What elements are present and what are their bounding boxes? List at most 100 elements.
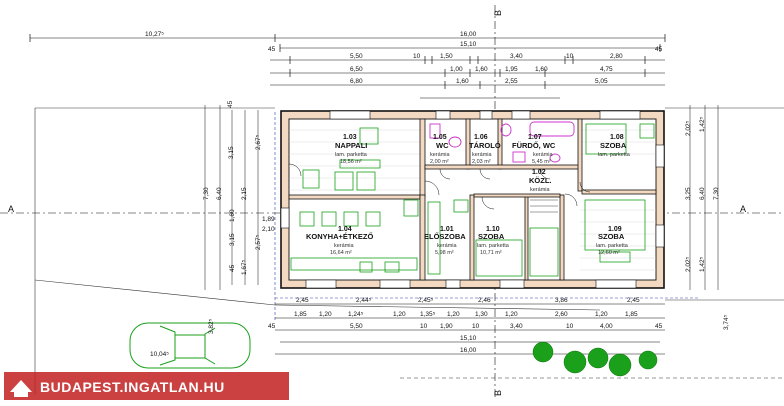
- room-name: SZOBA: [598, 232, 625, 241]
- dim-left-640: 6,40: [216, 187, 223, 200]
- room-floor: kerámia: [334, 243, 355, 249]
- bottom-dimension-labels: 2,45 2,44⁵ 2,45⁵ 2,46 3,86 2,45 1,85 1,2…: [268, 297, 663, 354]
- dim-bot-r3-3: 1,90: [440, 323, 453, 330]
- tree-icons: [532, 341, 658, 377]
- right-dimension-labels: 2,02⁵ 3,25 6,40 7,30 1,42⁵ 2,02⁵ 1,42⁵ 3…: [685, 116, 730, 330]
- dim-right-730: 7,30: [713, 187, 720, 200]
- section-a-left: A: [8, 204, 14, 214]
- room-1-01: 1.01 ELŐSZOBA kerámia 5,98 m²: [424, 226, 466, 256]
- dim-top-r1-7: 2,80: [610, 53, 623, 60]
- room-area: 2,00 m²: [430, 159, 449, 165]
- room-name: ELŐSZOBA: [424, 232, 466, 241]
- dim-top-r1-col: 10: [566, 53, 574, 60]
- sanitary-fixtures: [429, 121, 575, 163]
- dim-bot-r1-4: 3,86: [555, 297, 568, 304]
- dim-bot-r2-3: 1,20: [393, 311, 406, 318]
- bottom-dimension-lines: [275, 303, 665, 355]
- watermark-text: BUDAPEST.INGATLAN.HU: [40, 379, 225, 395]
- room-area: 18,56 m²: [340, 159, 362, 165]
- dim-bot-r3-7: 4,00: [600, 323, 613, 330]
- room-floor: lam. parketta: [335, 152, 368, 158]
- dim-bot-r2-8: 2,60: [555, 311, 568, 318]
- room-number: 1.10: [486, 226, 500, 233]
- building: [280, 110, 665, 289]
- room-name: SZOBA: [478, 232, 505, 241]
- room-number: 1.05: [433, 134, 447, 141]
- room-1-03: 1.03 NAPPALI lam. parketta 18,56 m²: [335, 134, 368, 165]
- dim-top-r3-1: 1,60: [456, 78, 469, 85]
- room-1-06: 1.06 TÁROLÓ kerámia 2,03 m²: [469, 134, 501, 165]
- dim-left-2675: 2,67⁵: [255, 134, 262, 150]
- watermark: BUDAPEST.INGATLAN.HU: [4, 372, 289, 400]
- house-icon: [10, 380, 32, 392]
- dim-bot-r1-1: 2,44⁵: [356, 297, 372, 304]
- dim-right-3745: 3,74⁵: [723, 314, 730, 330]
- dim-bot-r1-5: 2,45: [627, 297, 640, 304]
- section-a-right: A: [740, 204, 746, 214]
- room-name: FÜRDŐ, WC: [512, 141, 556, 150]
- room-name: NAPPALI: [335, 141, 367, 150]
- room-name: WC: [436, 141, 449, 150]
- dim-top-r1-3: 1,50: [440, 53, 453, 60]
- dim-right-1425a: 1,42⁵: [699, 116, 706, 132]
- room-area: 10,71 m²: [480, 250, 502, 256]
- dim-inner-width-bottom: 15,10: [460, 335, 477, 342]
- dim-bot-r2-4: 1,35⁵: [420, 311, 436, 318]
- dim-overall-width-bottom: 16,00: [460, 347, 477, 354]
- dim-top-r2-1: 6,50: [350, 66, 363, 73]
- dim-top-r1-2: 10: [413, 53, 421, 60]
- dim-overall-width-top: 16,00: [460, 31, 477, 38]
- room-area: 5,98 m²: [435, 250, 454, 256]
- room-floor: lam. parketta: [598, 152, 631, 158]
- room-area: 5,45 m²: [532, 159, 551, 165]
- dim-top-r2-2: 1,00: [450, 66, 463, 73]
- car-icon: [129, 322, 251, 369]
- dim-bot-r1-3: 2,46: [478, 297, 491, 304]
- dim-top-r1-1: 5,50: [350, 53, 363, 60]
- room-number: 1.01: [440, 226, 454, 233]
- room-floor: lam. parketta: [596, 243, 629, 249]
- room-name: KÖZL.: [529, 176, 552, 185]
- room-1-08: 1.08 SZOBA lam. parketta: [598, 134, 631, 158]
- dim-bot-r2-0: 1,85: [294, 311, 307, 318]
- dim-bot-r2-9: 1,20: [595, 311, 608, 318]
- furniture: [290, 123, 655, 277]
- parking-dim-label: 10,04⁵: [150, 351, 169, 358]
- top-dimension-lines: [29, 34, 666, 99]
- room-floor: kerámia: [533, 152, 554, 158]
- room-number: 1.06: [474, 134, 488, 141]
- dim-right-640: 6,40: [699, 187, 706, 200]
- room-1-04: 1.04 KONYHA+ÉTKEZŐ kerámia 16,64 m²: [306, 226, 373, 256]
- dim-bot-r2-10: 1,85: [625, 311, 638, 318]
- dim-top-r1-8: 45: [655, 46, 663, 53]
- dim-left-1675: 1,67⁵: [241, 259, 248, 275]
- car-dim-label: 3,82⁵: [208, 318, 215, 334]
- room-floor: kerámia: [437, 243, 458, 249]
- room-1-09: 1.09 SZOBA lam. parketta 12,60 m²: [596, 226, 629, 256]
- dim-bot-r3-1: 5,50: [350, 323, 363, 330]
- dim-bot-r3-8: 45: [655, 323, 663, 330]
- dim-bot-r2-6: 1,30: [475, 311, 488, 318]
- room-area: 2,03 m²: [472, 159, 491, 165]
- dim-top-r2-3: 1,60: [475, 66, 488, 73]
- dim-bot-r3-4: 10: [472, 323, 480, 330]
- dim-left-730: 7,30: [203, 187, 210, 200]
- room-number: 1.04: [338, 226, 352, 233]
- dim-bot-r2-5: 1,20: [447, 311, 460, 318]
- dim-left-offset: 10,27⁵: [145, 31, 164, 38]
- dim-bot-r2-1: 1,20: [319, 311, 332, 318]
- dim-left-315a: 3,15: [228, 146, 235, 159]
- dim-bot-r3-5: 3,40: [510, 323, 523, 330]
- dim-bot-r3-0: 45: [268, 323, 276, 330]
- room-name: SZOBA: [600, 141, 627, 150]
- dim-left-45b: 45: [229, 264, 236, 272]
- room-1-02: 1.02 KÖZL. kerámia: [529, 169, 552, 193]
- dim-left-45a: 45: [227, 100, 234, 108]
- dim-right-1425b: 1,42⁵: [699, 256, 706, 272]
- dim-top-r1-0: 45: [268, 46, 276, 53]
- top-dimension-labels: 10,27⁵ 16,00 15,10 45 45 5,50 10 1,50 3,…: [145, 31, 663, 85]
- room-area: 16,64 m²: [330, 250, 352, 256]
- room-number: 1.02: [532, 169, 546, 176]
- dim-left-160: 1,60: [229, 209, 236, 222]
